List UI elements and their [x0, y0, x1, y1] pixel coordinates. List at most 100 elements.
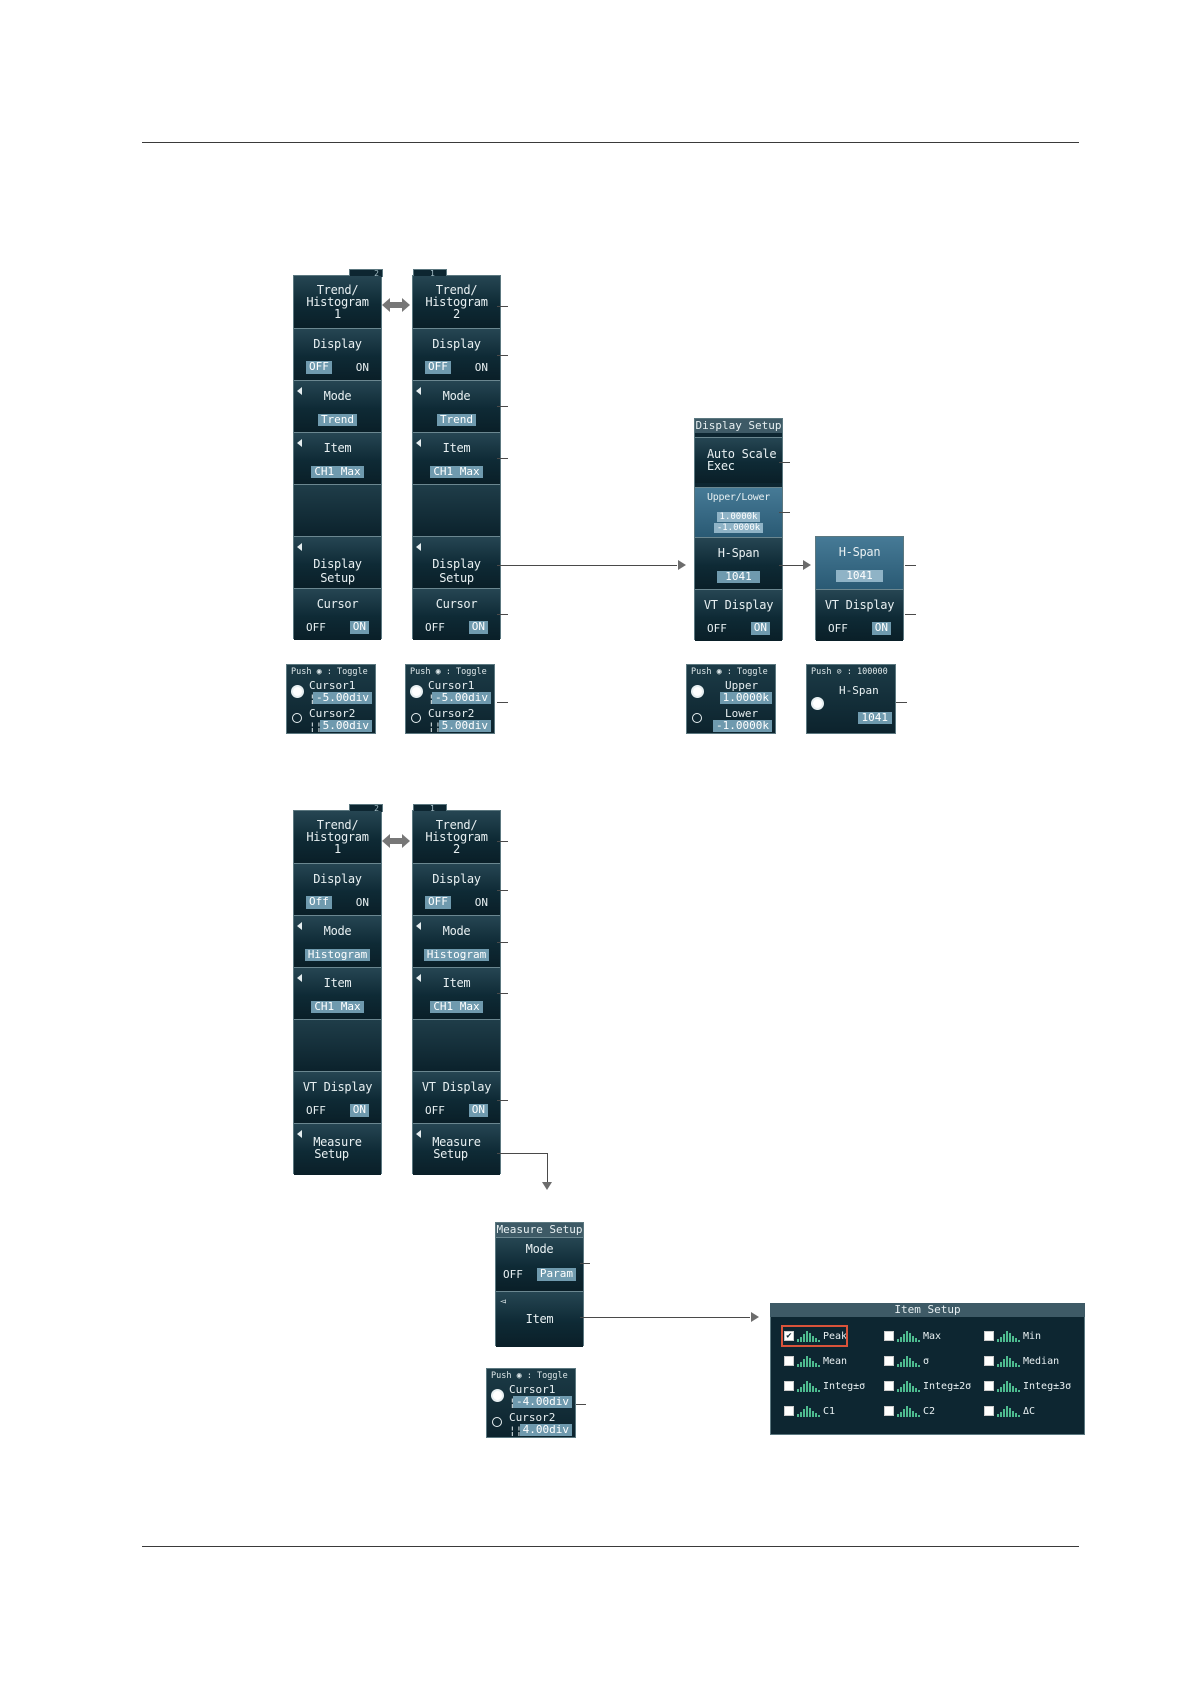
display-setup-button[interactable]: Display Setup: [294, 536, 381, 588]
item-button[interactable]: Item CH1 Max: [413, 432, 500, 484]
h-span-button[interactable]: H-Span 1041: [695, 537, 782, 589]
leader-line: [497, 355, 508, 356]
tab-1[interactable]: 1: [413, 804, 447, 813]
on-value: ON: [474, 896, 489, 909]
cursor2-value[interactable]: 5.00div: [438, 720, 491, 732]
cursor2-label: Cursor2 ¦¦: [309, 707, 356, 733]
checkbox-icon[interactable]: [884, 1406, 894, 1416]
h-span-button[interactable]: H-Span 1041: [816, 537, 903, 589]
off-value: OFF: [305, 361, 332, 374]
item-checkbox-6[interactable]: Integ±σ: [784, 1380, 865, 1392]
item-checkbox-7[interactable]: Integ±2σ: [884, 1380, 971, 1392]
cursor2-value[interactable]: 5.00div: [319, 720, 372, 732]
item-button[interactable]: Item CH1 Max: [294, 967, 381, 1019]
checkbox-icon[interactable]: [884, 1356, 894, 1366]
checkbox-icon[interactable]: ✔: [784, 1331, 794, 1341]
mode-value-wrap: Trend: [294, 413, 381, 426]
checkbox-icon[interactable]: [884, 1381, 894, 1391]
item-checkbox-8[interactable]: Integ±3σ: [984, 1380, 1071, 1392]
histogram-icon: [897, 1355, 920, 1367]
lower-value[interactable]: -1.0000k: [713, 720, 772, 732]
blank-button: [294, 484, 381, 536]
histogram-icon: [797, 1380, 820, 1392]
item-button[interactable]: Item CH1 Max: [413, 967, 500, 1019]
mode-button[interactable]: Mode Histogram: [294, 915, 381, 967]
tab-2[interactable]: 2: [349, 269, 383, 278]
item-checkbox-2[interactable]: Min: [984, 1330, 1041, 1342]
item-checkbox-11[interactable]: ΔC: [984, 1405, 1035, 1417]
checkbox-icon[interactable]: [784, 1356, 794, 1366]
checkbox-icon[interactable]: [784, 1406, 794, 1416]
checkbox-icon[interactable]: [884, 1331, 894, 1341]
checkbox-icon[interactable]: [984, 1381, 994, 1391]
item-button[interactable]: Item CH1 Max: [294, 432, 381, 484]
on-value: ON: [474, 361, 489, 374]
blank-button: [294, 1019, 381, 1071]
item-checkbox-0[interactable]: ✔Peak: [784, 1330, 847, 1342]
off-value: Off: [305, 896, 332, 909]
item-checkbox-9[interactable]: C1: [784, 1405, 835, 1417]
rotary-knob-icon: [692, 713, 702, 723]
item-label: Item: [442, 441, 471, 455]
item-checkbox-5[interactable]: Median: [984, 1355, 1059, 1367]
off-value: OFF: [424, 896, 451, 909]
triangle-left-icon: [416, 922, 421, 930]
mode-button[interactable]: Mode Trend: [413, 380, 500, 432]
item-checkbox-3[interactable]: Mean: [784, 1355, 847, 1367]
off-value: OFF: [424, 361, 451, 374]
upper-value[interactable]: 1.0000k: [719, 692, 772, 704]
checkbox-icon[interactable]: [984, 1406, 994, 1416]
h-span-value[interactable]: 1041: [857, 712, 892, 724]
leader-line: [497, 458, 508, 459]
item-checkbox-4[interactable]: σ: [884, 1355, 929, 1367]
checkbox-icon[interactable]: [984, 1356, 994, 1366]
triangle-left-icon: [416, 1130, 421, 1138]
item-checkbox-10[interactable]: C2: [884, 1405, 935, 1417]
cursor1-value[interactable]: -4.00div: [513, 1396, 572, 1408]
tab-1[interactable]: 1: [413, 269, 447, 278]
cursor2-value[interactable]: 4.00div: [519, 1424, 572, 1436]
mode-button[interactable]: Mode Histogram: [413, 915, 500, 967]
checkbox-icon[interactable]: [984, 1331, 994, 1341]
cursor1-value[interactable]: -5.00div: [432, 692, 491, 704]
tab-label: 2: [374, 804, 379, 813]
checkbox-icon[interactable]: [784, 1381, 794, 1391]
display-label: Display: [313, 872, 362, 886]
mode-button[interactable]: Mode Trend: [294, 380, 381, 432]
tab-2[interactable]: 2: [349, 804, 383, 813]
swap-arrow-icon: [382, 834, 410, 848]
mode-label: Mode: [323, 924, 352, 938]
upper-lower-button[interactable]: Upper/Lower 1.0000k -1.0000k: [695, 487, 782, 537]
triangle-left-icon: [416, 974, 421, 982]
leader-line: [779, 512, 790, 513]
display-setup-button[interactable]: Display Setup: [413, 536, 500, 588]
item-button[interactable]: ◅ Item: [496, 1291, 583, 1347]
tab-label: 1: [430, 269, 435, 278]
item-value-wrap: CH1 Max: [294, 465, 381, 478]
item-checkbox-1[interactable]: Max: [884, 1330, 941, 1342]
cursor1-value[interactable]: -5.00div: [313, 692, 372, 704]
